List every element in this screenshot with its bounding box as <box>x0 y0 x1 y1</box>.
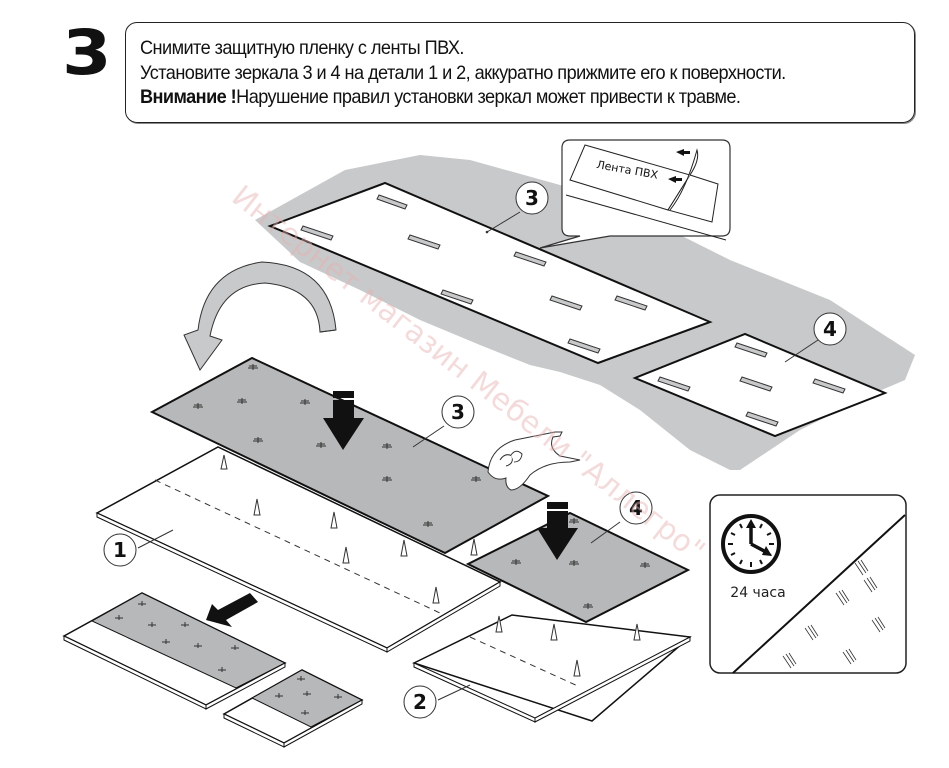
svg-text:2: 2 <box>413 690 427 714</box>
mirror-3 <box>149 356 551 555</box>
clock-icon <box>721 514 781 574</box>
panel-1 <box>95 446 502 653</box>
label-panel-1: 1 <box>103 533 137 567</box>
hand-icon <box>487 431 581 491</box>
panel-2 <box>412 614 692 723</box>
svg-text:4: 4 <box>629 496 643 520</box>
label-mirror-4: 4 <box>619 491 653 525</box>
tape-detail-callout: Лента ПВХ <box>539 139 731 249</box>
svg-text:3: 3 <box>525 186 539 210</box>
wait-duration-label: 24 часа <box>730 585 785 601</box>
adhesive-pads <box>220 454 641 677</box>
assembled-panel-1 <box>62 592 287 710</box>
instruction-text: Снимите защитную пленку с ленты ПВХ. Уст… <box>140 36 786 110</box>
peel-tape-arrows-icon <box>668 149 690 183</box>
label-mirror-4-top: 4 <box>813 312 847 346</box>
instruction-warning: Внимание !Нарушение правил установки зер… <box>140 85 786 110</box>
mirror-3-on-film <box>267 181 713 365</box>
instruction-line-2: Установите зеркала 3 и 4 на детали 1 и 2… <box>140 61 786 84</box>
label-mirror-3-top: 3 <box>515 181 549 215</box>
result-arrow-icon <box>206 593 258 627</box>
tape-marks <box>193 364 481 527</box>
warning-label: Внимание ! <box>140 86 237 108</box>
step-number: 3 <box>62 16 112 89</box>
instruction-box <box>125 22 915 123</box>
svg-text:4: 4 <box>823 317 837 341</box>
mirror-4-on-film <box>632 332 888 438</box>
assembled-panel-2 <box>222 669 364 748</box>
press-down-arrow-icon <box>323 391 364 450</box>
label-panel-2: 2 <box>403 685 437 719</box>
svg-text:3: 3 <box>451 400 465 424</box>
wait-24h-box: 24 часа <box>709 494 907 674</box>
flip-curved-arrow-icon <box>183 261 337 371</box>
warning-text: Нарушение правил установки зеркал может … <box>236 86 741 108</box>
instruction-line-1: Снимите защитную пленку с ленты ПВХ. <box>140 37 464 59</box>
svg-text:1: 1 <box>113 538 127 562</box>
press-down-arrow-icon <box>537 502 578 560</box>
label-mirror-3: 3 <box>441 395 475 429</box>
mirror-4 <box>465 511 691 624</box>
